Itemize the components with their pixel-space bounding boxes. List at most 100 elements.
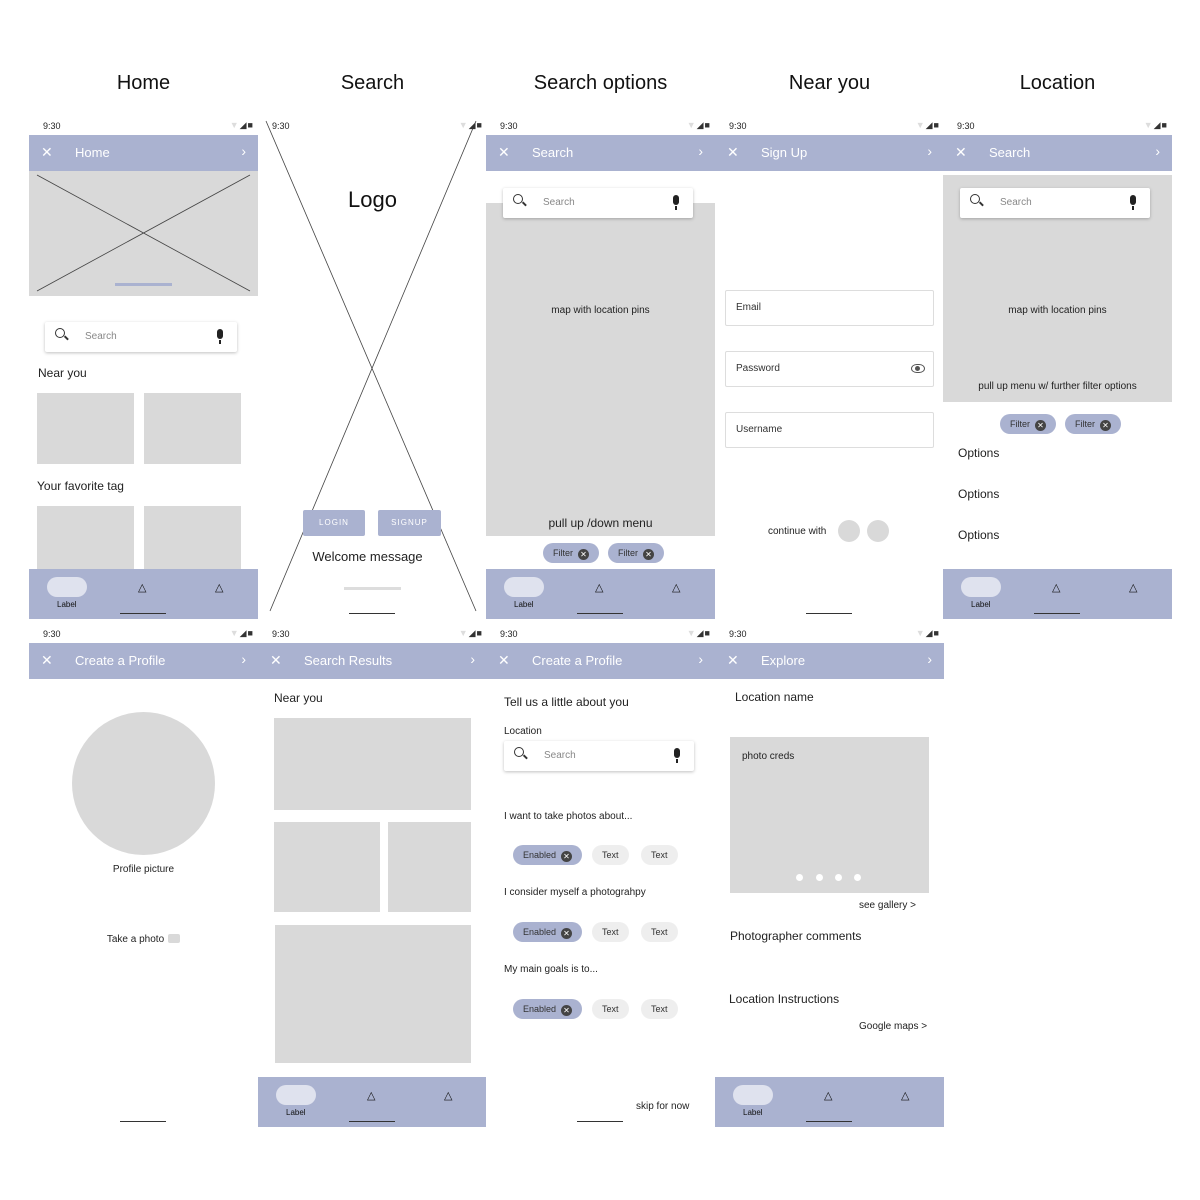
nav-label: Label <box>286 1108 306 1117</box>
status-time: 9:30 <box>272 121 290 131</box>
result-card[interactable] <box>275 925 471 1063</box>
filter-chip[interactable]: Filter✕ <box>543 543 599 563</box>
triangle-icon[interactable]: △ <box>1052 582 1061 594</box>
chevron-right-icon[interactable]: › <box>241 651 246 667</box>
text-chip[interactable]: Text <box>592 922 629 942</box>
triangle-icon[interactable]: △ <box>215 582 224 594</box>
option-item[interactable]: Options <box>958 487 1000 501</box>
text-chip[interactable]: Text <box>641 845 678 865</box>
remove-icon[interactable]: ✕ <box>578 549 589 560</box>
remove-icon[interactable]: ✕ <box>561 928 573 939</box>
nav-item-active[interactable] <box>47 577 87 597</box>
triangle-icon[interactable]: △ <box>824 1090 833 1102</box>
remove-icon[interactable]: ✕ <box>561 1005 573 1016</box>
text-chip[interactable]: Text <box>592 845 629 865</box>
result-card[interactable] <box>274 822 380 912</box>
nav-item-active[interactable] <box>504 577 544 597</box>
nav-indicator <box>577 613 623 614</box>
triangle-icon[interactable]: △ <box>1129 582 1138 594</box>
text-chip[interactable]: Text <box>641 999 678 1019</box>
chip-label: Text <box>602 850 619 860</box>
take-photo-button[interactable]: Take a photo <box>29 934 258 945</box>
triangle-icon[interactable]: △ <box>901 1090 910 1102</box>
near-you-card[interactable] <box>144 393 241 464</box>
signup-button[interactable]: SIGNUP <box>378 510 441 536</box>
microphone-icon[interactable] <box>673 195 679 210</box>
chevron-right-icon[interactable]: › <box>1155 143 1160 159</box>
option-item[interactable]: Options <box>958 528 1000 542</box>
carousel-dot[interactable] <box>854 874 861 881</box>
close-icon[interactable]: ✕ <box>727 652 739 668</box>
logo: Logo <box>348 187 397 212</box>
chevron-right-icon[interactable]: › <box>927 651 932 667</box>
enabled-chip[interactable]: Enabled✕ <box>513 999 583 1019</box>
map-placeholder[interactable]: map with location pins pull up /down men… <box>486 203 715 536</box>
close-icon[interactable]: ✕ <box>955 144 967 160</box>
username-field[interactable]: Username <box>725 412 934 448</box>
close-icon[interactable]: ✕ <box>498 652 510 668</box>
text-chip[interactable]: Text <box>592 999 629 1019</box>
remove-icon[interactable]: ✕ <box>643 549 654 560</box>
close-icon[interactable]: ✕ <box>727 144 739 160</box>
chevron-right-icon[interactable]: › <box>470 651 475 667</box>
location-search-input[interactable]: Search <box>504 741 694 771</box>
enabled-chip[interactable]: Enabled✕ <box>513 845 583 865</box>
photo-carousel[interactable]: photo creds <box>730 737 929 893</box>
see-gallery-link[interactable]: see gallery > <box>859 900 916 911</box>
enabled-chip[interactable]: Enabled✕ <box>513 922 583 942</box>
text-chip[interactable]: Text <box>641 922 678 942</box>
microphone-icon[interactable] <box>1130 195 1136 210</box>
take-photo-label: Take a photo <box>106 934 165 945</box>
microphone-icon[interactable] <box>674 748 680 763</box>
close-icon[interactable]: ✕ <box>270 652 282 668</box>
search-input[interactable]: Search <box>45 322 237 352</box>
avatar[interactable] <box>72 712 215 855</box>
remove-icon[interactable]: ✕ <box>1035 420 1046 431</box>
signal-battery-icon: ▼◢■ <box>915 628 940 638</box>
google-maps-link[interactable]: Google maps > <box>859 1021 928 1032</box>
status-time: 9:30 <box>500 629 518 639</box>
triangle-icon[interactable]: △ <box>444 1090 453 1102</box>
filter-chip[interactable]: Filter✕ <box>1000 414 1056 434</box>
carousel-dot[interactable] <box>816 874 823 881</box>
carousel-dot[interactable] <box>796 874 803 881</box>
near-you-card[interactable] <box>37 393 134 464</box>
favorite-tag-card[interactable] <box>144 506 241 570</box>
search-results-screen: 9:30 ▼◢■ ✕ Search Results › Near you Lab… <box>258 627 487 1127</box>
remove-icon[interactable]: ✕ <box>1100 420 1111 431</box>
nav-item-active[interactable] <box>276 1085 316 1105</box>
remove-icon[interactable]: ✕ <box>561 851 573 862</box>
option-item[interactable]: Options <box>958 446 1000 460</box>
triangle-icon[interactable]: △ <box>672 582 681 594</box>
skip-link[interactable]: skip for now <box>636 1101 690 1112</box>
login-button[interactable]: LOGIN <box>303 510 365 536</box>
app-bar-title: Sign Up <box>761 145 808 160</box>
search-input[interactable]: Search <box>960 188 1150 218</box>
close-icon[interactable]: ✕ <box>498 144 510 160</box>
close-icon[interactable]: ✕ <box>41 652 53 668</box>
triangle-icon[interactable]: △ <box>595 582 604 594</box>
social-login-button[interactable] <box>867 520 889 542</box>
favorite-tag-card[interactable] <box>37 506 134 570</box>
result-card[interactable] <box>388 822 471 912</box>
profile-details-screen: 9:30 ▼◢■ ✕ Create a Profile › Tell us a … <box>486 627 715 1127</box>
eye-icon[interactable] <box>911 364 925 373</box>
filter-chip[interactable]: Filter✕ <box>608 543 664 563</box>
carousel-dot[interactable] <box>835 874 842 881</box>
close-icon[interactable]: ✕ <box>41 144 53 160</box>
nav-item-active[interactable] <box>961 577 1001 597</box>
chevron-right-icon[interactable]: › <box>241 143 246 159</box>
chevron-right-icon[interactable]: › <box>927 143 932 159</box>
password-field[interactable]: Password <box>725 351 934 387</box>
triangle-icon[interactable]: △ <box>138 582 147 594</box>
microphone-icon[interactable] <box>217 329 223 344</box>
chevron-right-icon[interactable]: › <box>698 651 703 667</box>
social-login-button[interactable] <box>838 520 860 542</box>
nav-item-active[interactable] <box>733 1085 773 1105</box>
chevron-right-icon[interactable]: › <box>698 143 703 159</box>
email-field[interactable]: Email <box>725 290 934 326</box>
triangle-icon[interactable]: △ <box>367 1090 376 1102</box>
filter-chip[interactable]: Filter✕ <box>1065 414 1121 434</box>
result-card[interactable] <box>274 718 471 810</box>
search-input[interactable]: Search <box>503 188 693 218</box>
